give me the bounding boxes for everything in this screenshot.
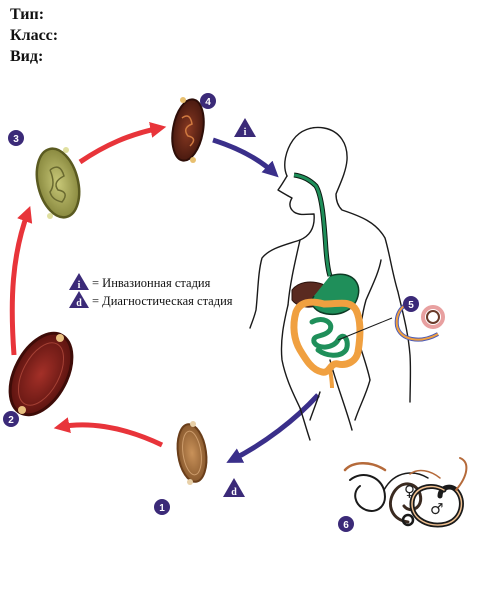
infective-marker: i [234,118,256,138]
species-label: Вид: [10,48,44,65]
human-figure [249,126,412,441]
legend-diagnostic-text: = Диагностическая стадия [92,294,233,308]
svg-text:4: 4 [205,97,211,108]
svg-text:i: i [78,280,81,291]
egg-stage-4 [171,97,205,163]
svg-text:d: d [231,487,237,498]
stage-badge-5: 5 [403,296,419,312]
egg-stage-3 [35,147,81,219]
pointer-line-5 [337,317,393,341]
egg-stage-1 [176,421,208,485]
diagnostic-marker: d [223,478,245,498]
stage-badge-1: 1 [154,499,170,515]
svg-text:i: i [244,127,247,138]
legend-infective-text: = Инвазионная стадия [92,276,211,290]
female-symbol: ♀ [404,482,415,500]
male-symbol: ♂ [430,500,443,518]
header-labels: Тип: Класс: Вид: [10,4,58,67]
adult-worms-stage-6 [343,457,468,528]
svg-text:5: 5 [408,300,414,311]
arrow-1-to-2 [53,417,164,448]
egg-stage-2 [8,331,74,417]
arrow-2-to-3 [9,206,33,356]
stage-badge-2: 2 [3,411,19,427]
arrow-4-to-human [212,137,279,178]
worm-stage-5 [394,299,445,342]
svg-text:d: d [76,298,82,309]
svg-text:1: 1 [159,503,165,514]
arrow-3-to-4 [78,122,167,165]
stage-badge-6: 6 [338,516,354,532]
digestive-tract [290,172,364,389]
stage-badge-3: 3 [8,130,24,146]
legend-diagnostic: d = Диагностическая стадия [69,291,233,309]
svg-text:3: 3 [13,134,19,145]
stage-badge-4: 4 [200,93,216,109]
svg-text:2: 2 [8,415,14,426]
legend: i = Инвазионная стадия d = Диагностическ… [69,273,233,309]
svg-text:6: 6 [343,520,349,531]
type-label: Тип: [10,6,45,23]
legend-infective: i = Инвазионная стадия [69,273,211,291]
class-label: Класс: [10,27,59,44]
arrow-human-to-1 [226,393,320,463]
